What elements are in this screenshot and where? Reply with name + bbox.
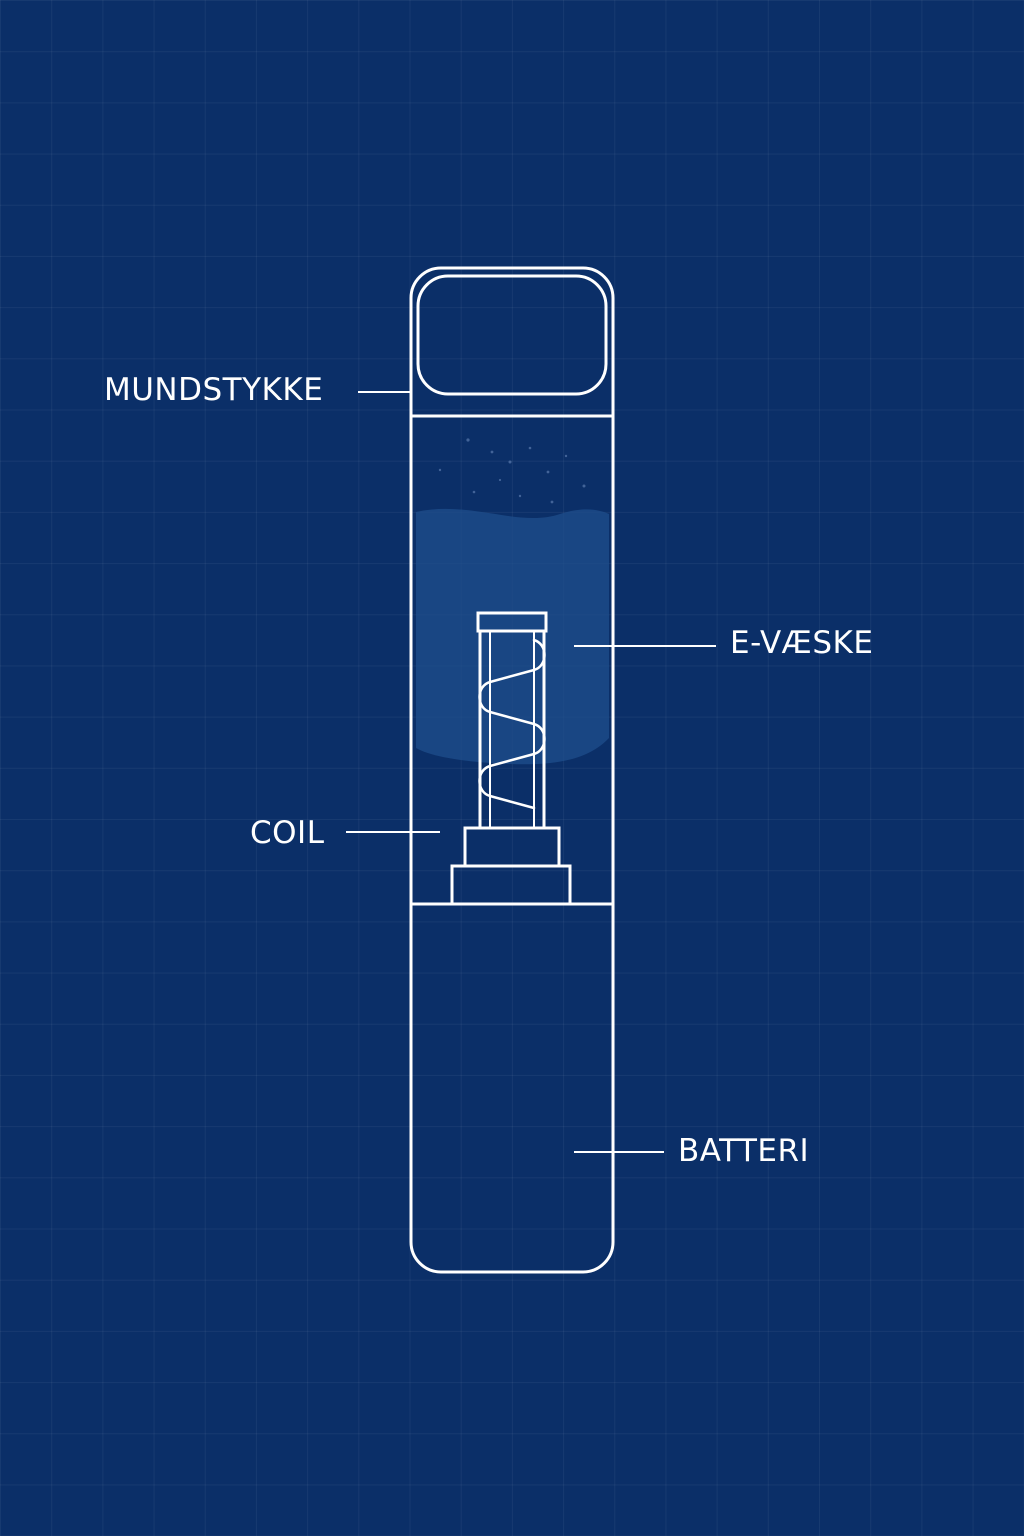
e-liquid-fill [416,508,609,765]
battery-label: BATTERI [678,1133,810,1169]
coil-assembly [450,611,572,906]
coil-spring [478,638,546,810]
coil-base-lower [450,864,572,906]
mouthpiece [416,274,608,396]
device-body [409,266,615,1274]
coil-label: COIL [250,815,325,851]
coil-cap [476,611,548,633]
vapor-bubbles [438,438,586,504]
coil-base-upper [463,826,561,868]
leader-lines [346,391,716,1153]
mouthpiece-label: MUNDSTYKKE [104,372,324,408]
e-liquid-label: E-VÆSKE [730,625,874,661]
